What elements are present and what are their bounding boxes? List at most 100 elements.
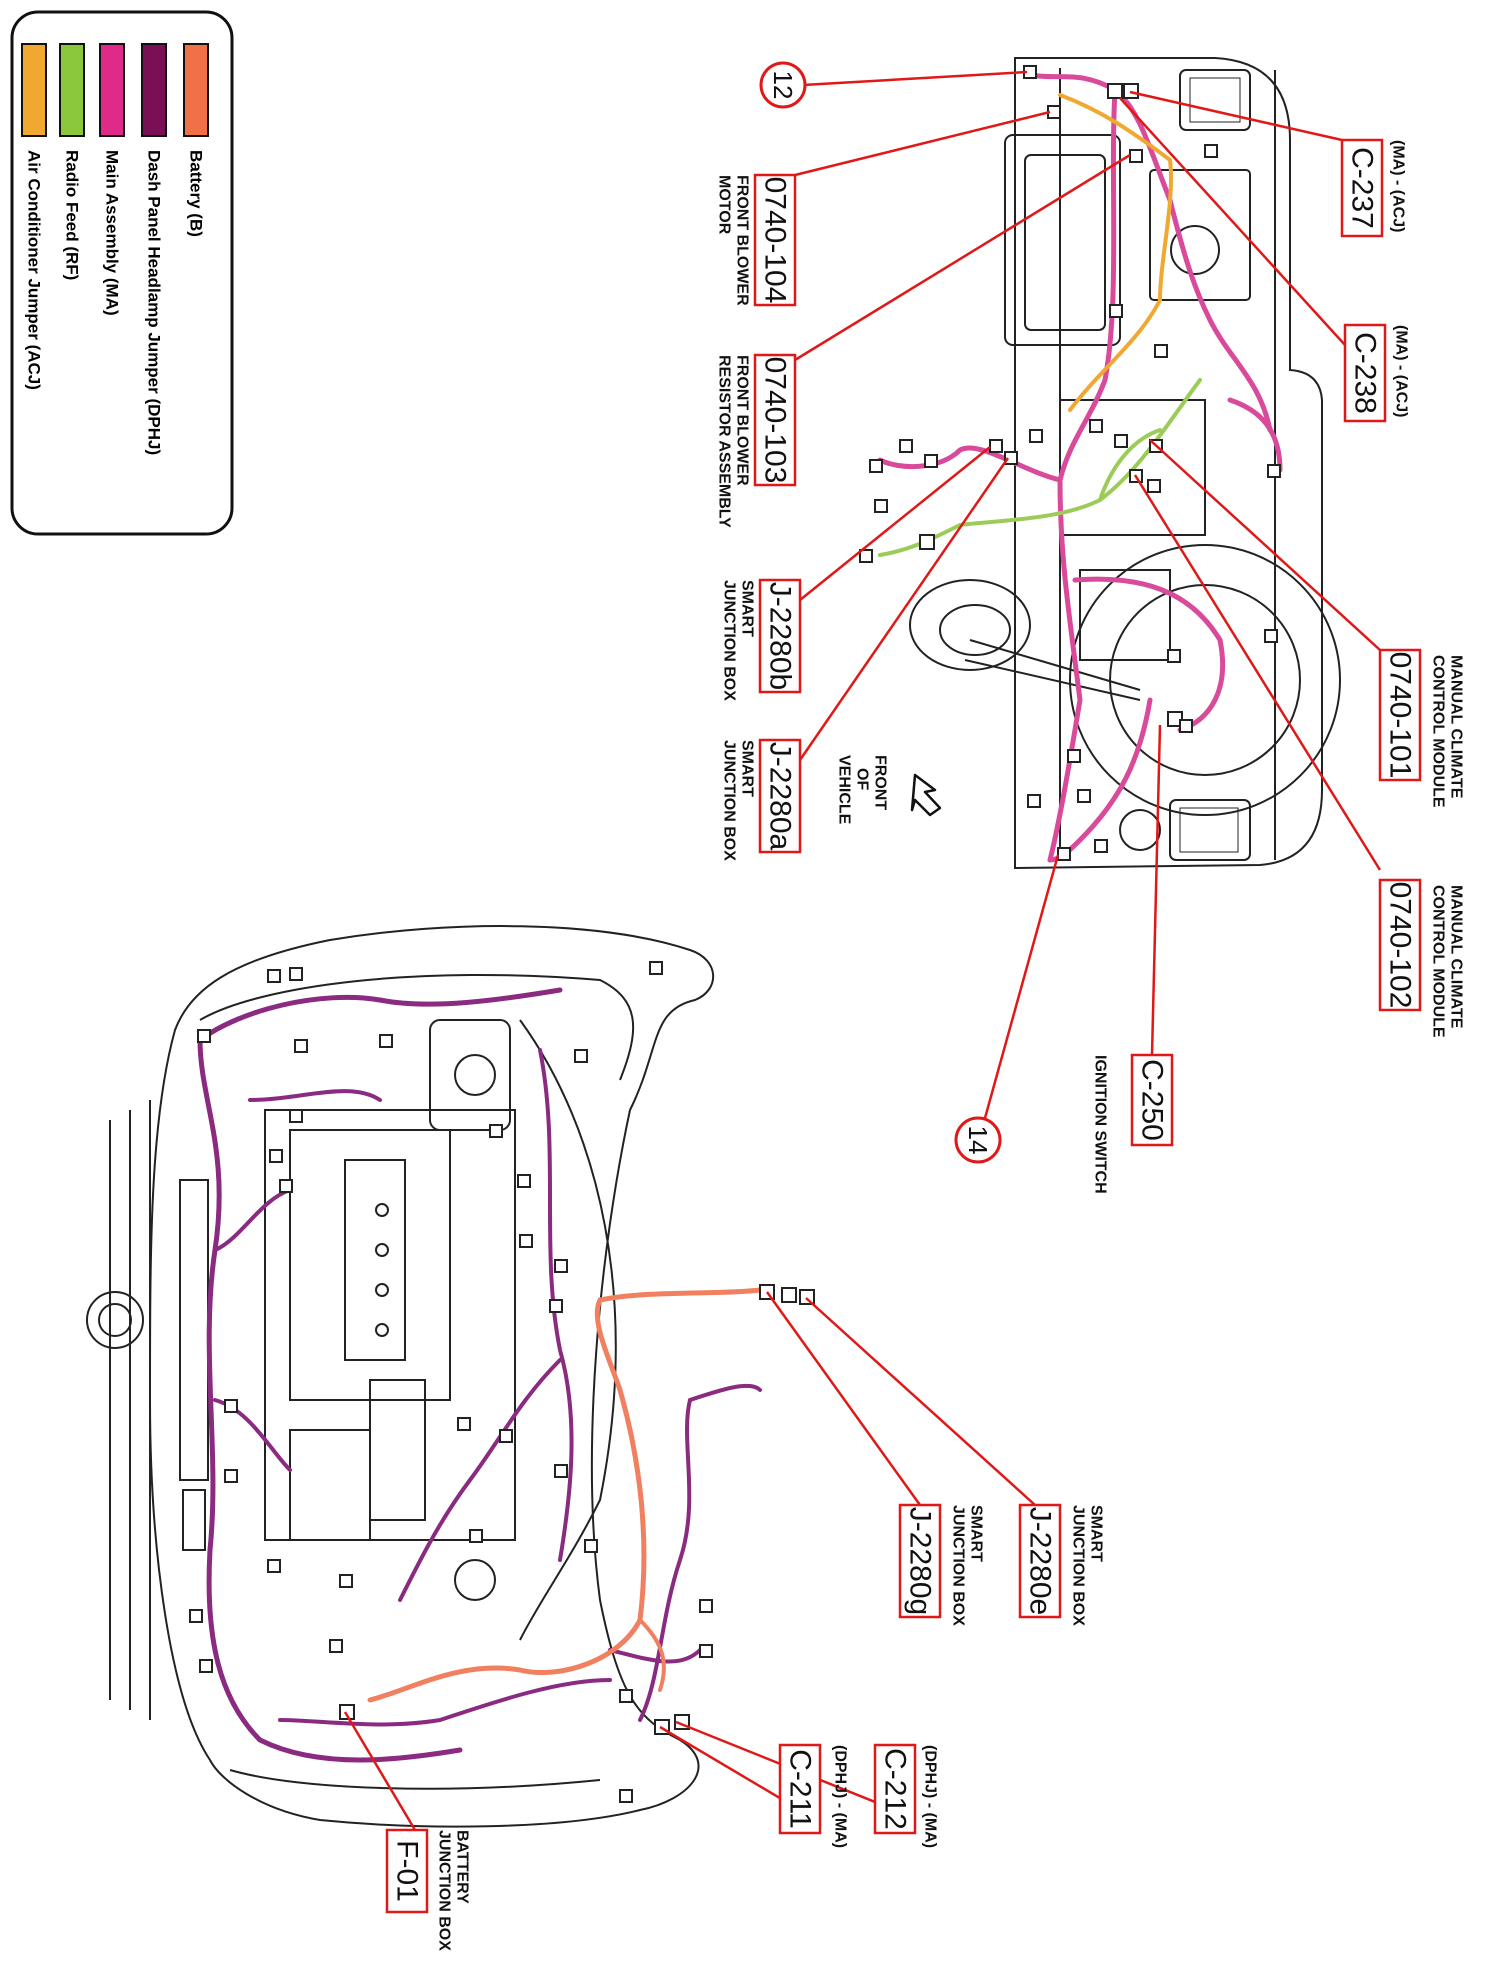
- connector: [554, 1464, 568, 1478]
- front-of-vehicle-label: FRONT OF VEHICLE: [836, 755, 889, 825]
- engine-bay-wires: [197, 987, 763, 1763]
- legend-label: Radio Feed (RF): [63, 150, 82, 280]
- leader-2280e: [805, 1297, 1036, 1506]
- callout-j-2280a-id: J-2280a: [764, 742, 797, 851]
- callout-0740-102: 0740-102 MANUAL CLIMATE CONTROL MODULE: [1378, 878, 1465, 1038]
- callout-0740-101-box: [1378, 648, 1422, 782]
- callout-c211-box: [778, 1743, 822, 1835]
- callout-0740-102-desc2: CONTROL MODULE: [1430, 885, 1447, 1038]
- callout-c237-box: [1340, 138, 1384, 238]
- front-label-3: VEHICLE: [836, 755, 853, 825]
- cluster-box: [1079, 569, 1171, 661]
- legend-label: Dash Panel Headlamp Jumper (DPHJ): [145, 150, 164, 455]
- connector: [1147, 479, 1161, 493]
- legend-swatch: [59, 43, 85, 137]
- wire-dphj: [248, 1089, 382, 1102]
- dashboard-wires: [877, 72, 1283, 863]
- callout-j-2280a-box: [758, 738, 802, 854]
- leader-2280a: [798, 457, 1010, 761]
- connector: [859, 549, 873, 563]
- washer-tank: [429, 1019, 511, 1131]
- connector: [619, 1689, 633, 1703]
- glovebox-inner: [1024, 154, 1106, 331]
- connector: [1267, 464, 1281, 478]
- connector: [224, 1469, 238, 1483]
- callout-c211-desc: (DPHJ) - (MA): [832, 1745, 849, 1848]
- wire-ma: [1047, 477, 1083, 863]
- vent-top-grille: [1189, 77, 1241, 123]
- wire-ma: [1057, 87, 1118, 483]
- emblem: [86, 1291, 144, 1349]
- callout-j-2280e: J-2280e SMART JUNCTION BOX: [1018, 1503, 1105, 1626]
- callout-f01-id: F-01: [391, 1840, 424, 1902]
- callout-j-2280e-id: J-2280e: [1024, 1507, 1057, 1615]
- connector: [1167, 649, 1181, 663]
- connector: [269, 1149, 283, 1163]
- connector: [289, 967, 303, 981]
- connector: [267, 1559, 281, 1573]
- wire-acj: [1058, 93, 1173, 412]
- fender-inner-2: [229, 1769, 601, 1790]
- connector: [339, 1704, 355, 1720]
- callout-f01: F-01 BATTERY JUNCTION BOX: [385, 1828, 471, 1951]
- engine-head: [344, 1159, 406, 1361]
- callout-lines: [343, 70, 1382, 1831]
- steering-column-2: [964, 659, 1141, 701]
- connector: [549, 1299, 563, 1313]
- engine-bay-connectors: [189, 961, 815, 1803]
- connector: [224, 1399, 238, 1413]
- callout-0740-104-id: 0740-104: [759, 177, 792, 304]
- connector: [489, 1124, 503, 1138]
- callout-j-2280e-box: [1018, 1503, 1062, 1619]
- callout-12-id: 12: [768, 71, 798, 100]
- callout-j-2280g-id: J-2280g: [904, 1507, 937, 1615]
- connector: [919, 534, 935, 550]
- legend-box: [10, 10, 234, 536]
- connector: [619, 1789, 633, 1803]
- callout-0740-101-desc2: CONTROL MODULE: [1430, 655, 1447, 808]
- legend-swatch: [141, 43, 167, 137]
- callout-0740-103: 0740-103 FRONT BLOWER RESISTOR ASSEMBLY: [716, 353, 797, 528]
- leader-2280g: [765, 1291, 922, 1506]
- callout-c250-desc: IGNITION SWITCH: [1092, 1055, 1109, 1194]
- callout-12-circle: [759, 61, 807, 109]
- fender-outline: [148, 925, 715, 1828]
- callout-j-2280g-desc1: SMART: [968, 1505, 985, 1562]
- callout-0740-101-desc1: MANUAL CLIMATE: [1448, 655, 1465, 799]
- front-arrow: [910, 773, 942, 817]
- leader-101: [1149, 439, 1381, 651]
- callout-14-circle: [954, 1116, 1002, 1164]
- leader-2280b: [799, 446, 991, 601]
- grille-slot-2: [182, 1489, 206, 1551]
- steering-wheel-outer: [1069, 544, 1341, 816]
- callout-c238-desc: (MA) - (ACJ): [1393, 325, 1410, 417]
- callout-j-2280g-box: [898, 1503, 942, 1619]
- callout-j-2280b-desc1: SMART: [739, 580, 756, 637]
- fender-inner: [199, 973, 635, 1081]
- callout-0740-102-desc1: MANUAL CLIMATE: [1448, 885, 1465, 1029]
- connector: [1004, 451, 1018, 465]
- callout-j-2280b: J-2280b SMART JUNCTION BOX: [721, 578, 802, 701]
- vent-top: [1179, 69, 1251, 131]
- radio-area: [1059, 399, 1206, 536]
- cyl: [375, 1203, 389, 1217]
- legend-label: Main Assembly (MA): [103, 150, 122, 316]
- front-arrow-icon: [910, 773, 942, 817]
- callout-c238: C-238 (MA) - (ACJ): [1343, 323, 1410, 423]
- connector: [279, 1179, 293, 1193]
- connector: [699, 1599, 713, 1613]
- connector: [457, 1417, 471, 1431]
- callout-12: 12: [759, 61, 807, 109]
- wire-ma: [1227, 397, 1283, 473]
- callout-14: 14: [954, 1116, 1002, 1164]
- connector: [1204, 144, 1218, 158]
- connector: [1129, 149, 1143, 163]
- connector: [1109, 304, 1123, 318]
- connector: [1114, 434, 1128, 448]
- connector: [379, 1034, 393, 1048]
- callout-j-2280e-desc2: JUNCTION BOX: [1070, 1505, 1087, 1626]
- battery: [289, 1429, 371, 1541]
- callout-c250-id: C-250: [1136, 1059, 1169, 1141]
- legend-swatch: [21, 43, 47, 137]
- callout-c238-box: [1343, 323, 1387, 423]
